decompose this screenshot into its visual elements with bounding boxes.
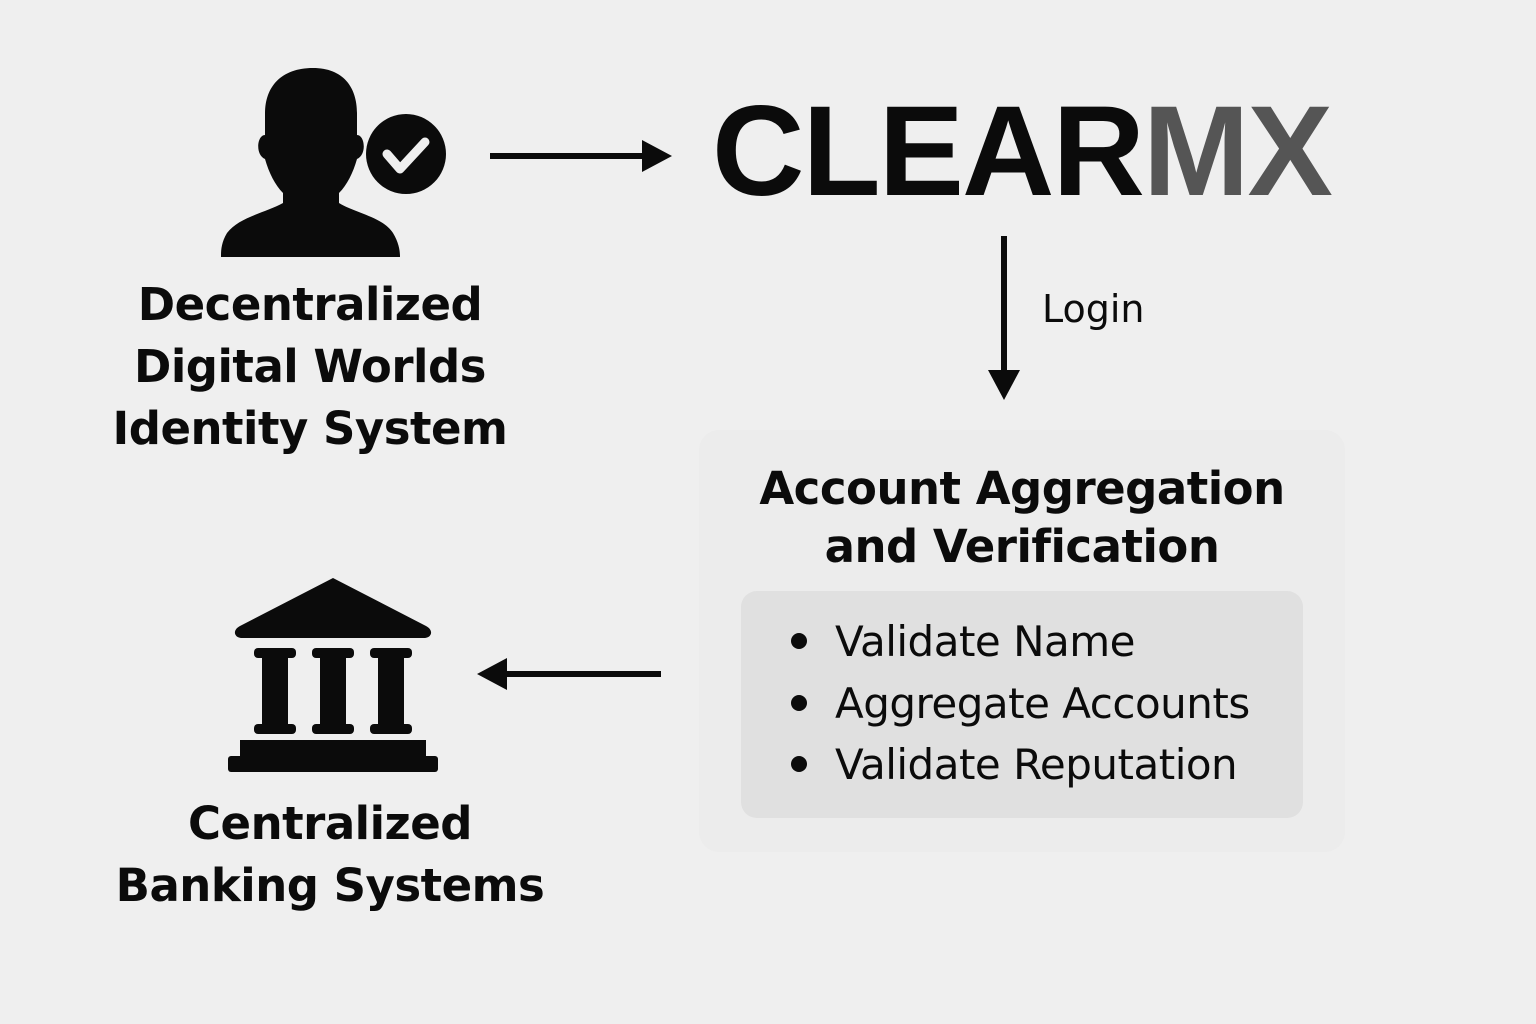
arrow-left-icon	[477, 658, 661, 690]
logo-primary-text: CLEAR	[712, 80, 1145, 223]
bank-icon	[228, 578, 438, 772]
verification-title-line-2: and Verification	[824, 520, 1220, 573]
verified-user-icon	[221, 68, 446, 257]
verification-title: Account Aggregation and Verification	[699, 460, 1345, 576]
verification-steps-box: Validate Name Aggregate Accounts Validat…	[741, 591, 1303, 818]
verification-panel: Account Aggregation and Verification Val…	[699, 430, 1345, 852]
banking-label-line-2: Banking Systems	[115, 859, 545, 912]
step-text: Validate Reputation	[835, 739, 1238, 789]
identity-system-label: Decentralized Digital Worlds Identity Sy…	[90, 274, 530, 460]
step-text: Validate Name	[835, 616, 1136, 666]
bullet-icon	[791, 695, 807, 711]
arrow-down-icon	[988, 236, 1020, 400]
arrow-right-icon	[490, 140, 672, 172]
clearmx-logo: CLEARMX	[712, 88, 1333, 216]
step-item: Validate Name	[791, 610, 1136, 672]
identity-label-line-2: Digital Worlds	[134, 340, 486, 393]
identity-label-line-3: Identity System	[112, 402, 508, 455]
bullet-icon	[791, 756, 807, 772]
step-item: Validate Reputation	[791, 733, 1238, 795]
verification-title-line-1: Account Aggregation	[759, 462, 1285, 515]
logo-secondary-text: MX	[1142, 80, 1333, 223]
bullet-icon	[791, 633, 807, 649]
banking-systems-label: Centralized Banking Systems	[100, 793, 560, 917]
banking-label-line-1: Centralized	[188, 797, 472, 850]
step-text: Aggregate Accounts	[835, 678, 1250, 728]
login-label: Login	[1042, 287, 1145, 331]
step-item: Aggregate Accounts	[791, 672, 1250, 734]
identity-label-line-1: Decentralized	[137, 278, 483, 331]
